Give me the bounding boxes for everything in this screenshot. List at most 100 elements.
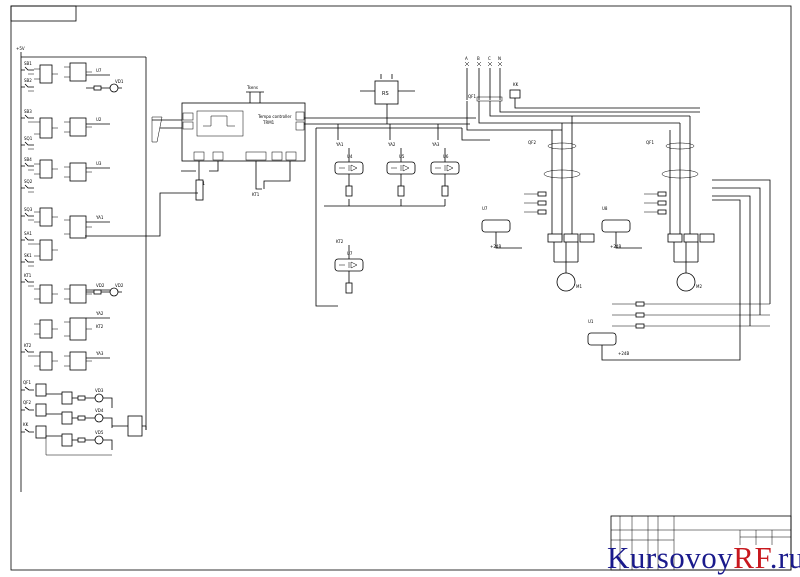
breaker-ring [665, 142, 695, 150]
valve-label: KT2 [336, 239, 344, 244]
snubber-resistor [537, 209, 547, 215]
valve-label: YA1 [335, 142, 344, 147]
breaker-label: QF2 [23, 400, 31, 405]
triac-icon [547, 233, 563, 243]
watermark: KursovoyRF.ru [607, 540, 800, 575]
logic-section: SB1SB2SB3SQ1SB4SQ2SQ3SA1SK1KT1KT2U7U2U3Y… [21, 61, 124, 371]
output-label: YA2 [95, 311, 104, 316]
sensor-label: KT2 [24, 343, 32, 348]
snubber-resistor [657, 209, 667, 215]
control-wire [85, 192, 198, 237]
led-icon [94, 435, 104, 445]
snubber-resistor [635, 323, 645, 329]
optocoupler [587, 332, 617, 346]
resistor [93, 85, 102, 91]
logic-gate [61, 391, 73, 405]
led-icon [109, 287, 119, 297]
opto-label: U5 [399, 154, 405, 159]
or-gate [127, 415, 143, 437]
output-label: U7 [96, 68, 102, 73]
sensor-label: SA1 [24, 231, 32, 236]
breaker-label: QF1 [468, 94, 476, 99]
sensor-label: SB3 [24, 109, 32, 114]
logic-gate [39, 319, 53, 339]
snubber-resistor [635, 301, 645, 307]
controller-model: TRM1 [262, 120, 275, 125]
motor-icon [556, 272, 576, 292]
logic-gate [69, 215, 87, 239]
snubber-resistor [657, 191, 667, 197]
valve-coil [441, 185, 449, 197]
qf-breaker [476, 96, 503, 102]
triac-icon [579, 233, 595, 243]
logic-gate [69, 117, 87, 137]
led-label: VD3 [95, 388, 104, 393]
sensor-label: SK1 [24, 253, 32, 258]
supply-label: +5V [16, 46, 25, 51]
snubber-resistor [657, 200, 667, 206]
logic-gate [39, 351, 53, 371]
logic-gate [69, 317, 87, 341]
motor-label: M1 [576, 284, 582, 289]
current-sensor-ring [661, 169, 699, 179]
led-label: VD5 [95, 430, 104, 435]
snubber-resistor [635, 312, 645, 318]
rs-converter: RS [360, 74, 415, 124]
tempo-controller: Tempo controller TRM1 Tsens KT1 T1 [151, 85, 306, 201]
opto-label: U4 [347, 154, 353, 159]
corner-stamp [10, 5, 77, 22]
drawing-frame [10, 5, 792, 571]
sensor-label: KT1 [24, 273, 32, 278]
power-buses [304, 117, 490, 307]
breaker-label: KK [23, 422, 29, 427]
valve-label: YA3 [431, 142, 440, 147]
logic-gate [39, 159, 53, 179]
opto-label: U1 [588, 319, 594, 324]
breaker-label: QF1 [23, 380, 31, 385]
voltage-label: +24B [618, 351, 629, 356]
resistor [77, 395, 86, 401]
breaker-ring [547, 142, 577, 150]
logic-gate [61, 433, 73, 447]
opto-label: U7 [347, 251, 353, 256]
kk-relay [509, 89, 521, 99]
sensor-label: SQ1 [24, 136, 33, 141]
output-label: VD2 [96, 283, 105, 288]
breaker-label: KK [513, 82, 519, 87]
breaker-label: QF2 [528, 140, 536, 145]
led-icon [94, 413, 104, 423]
logic-gate [61, 411, 73, 425]
logic-gate [35, 403, 47, 417]
logic-bus: +5V [16, 46, 147, 492]
snubber-resistor [537, 191, 547, 197]
logic-gate [39, 117, 53, 139]
title-block [610, 515, 792, 571]
logic-gate [35, 383, 47, 397]
valve-coil [345, 185, 353, 197]
output-label: U2 [96, 117, 102, 122]
opto-label: U6 [443, 154, 449, 159]
led-icon [109, 83, 119, 93]
logic-gate [69, 62, 87, 82]
led-label: VD1 [115, 79, 124, 84]
controller-kt-label: KT1 [252, 192, 260, 197]
current-sensor-ring [543, 169, 581, 179]
valve-label: YA2 [387, 142, 396, 147]
triac-icon [683, 233, 699, 243]
sensor-label: SB2 [24, 78, 32, 83]
controller-top-label: Tsens [246, 85, 258, 90]
resistor [77, 437, 86, 443]
phase-label: B [477, 56, 480, 61]
output-label: KT2 [96, 324, 104, 329]
opto-label: U7 [482, 206, 488, 211]
output-label: U3 [96, 161, 102, 166]
logic-gate [39, 284, 53, 304]
rs-label: RS [382, 91, 389, 97]
logic-gate [39, 239, 53, 261]
logic-gate [39, 64, 53, 84]
motor-label: M2 [696, 284, 702, 289]
optocoupler [601, 219, 631, 233]
logic-gate [69, 284, 87, 304]
